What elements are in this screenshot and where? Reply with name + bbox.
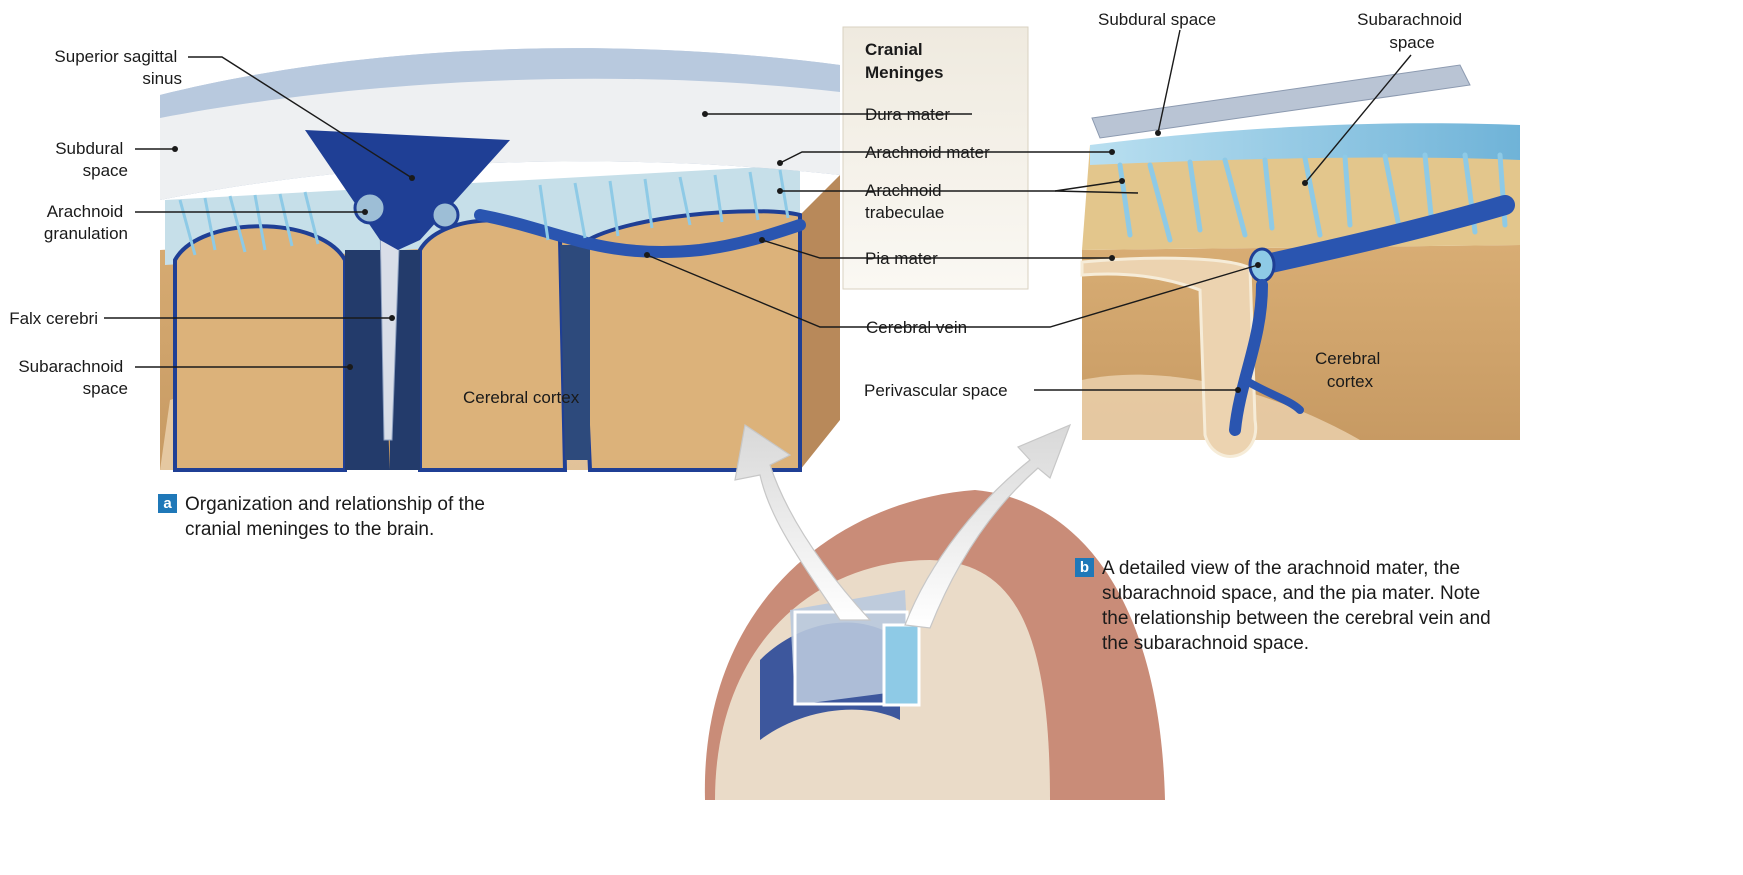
label-falx-cerebri: Falx cerebri	[9, 309, 98, 328]
label-cerebral-cortex-a: Cerebral cortex	[463, 388, 580, 407]
caption-b-line-2: subarachnoid space, and the pia mater. N…	[1075, 581, 1491, 606]
caption-a-line-2: cranial meninges to the brain.	[158, 517, 485, 542]
label-cerebral-vein: Cerebral vein	[866, 318, 967, 337]
label-subarachnoid-space-b: Subarachnoid space	[1357, 10, 1467, 52]
panel-b-illustration	[1082, 65, 1520, 456]
label-subarachnoid-space-a: Subarachnoid space	[18, 357, 128, 398]
badge-a: a	[158, 494, 177, 513]
caption-panel-a: a Organization and relationship of the cr…	[158, 492, 485, 542]
label-superior-sagittal-sinus: Superior sagittal sinus	[54, 47, 182, 88]
legend-pia-mater: Pia mater	[865, 249, 938, 268]
label-subdural-space-b: Subdural space	[1098, 10, 1216, 29]
legend-dura-mater: Dura mater	[865, 105, 950, 124]
label-perivascular-space: Perivascular space	[864, 381, 1008, 400]
label-arachnoid-granulation: Arachnoid granulation	[44, 202, 128, 243]
detail-box-b	[884, 625, 919, 705]
badge-b: b	[1075, 558, 1094, 577]
caption-panel-b: b A detailed view of the arachnoid mater,…	[1075, 556, 1491, 656]
caption-b-line-4: the subarachnoid space.	[1075, 631, 1491, 656]
label-subdural-space-a: Subdural space	[55, 139, 128, 180]
caption-b-line-3: the relationship between the cerebral ve…	[1075, 606, 1491, 631]
caption-b-line-1: A detailed view of the arachnoid mater, …	[1102, 558, 1460, 579]
caption-a-line-1: Organization and relationship of the	[185, 494, 485, 515]
legend-arachnoid-mater: Arachnoid mater	[865, 143, 990, 162]
